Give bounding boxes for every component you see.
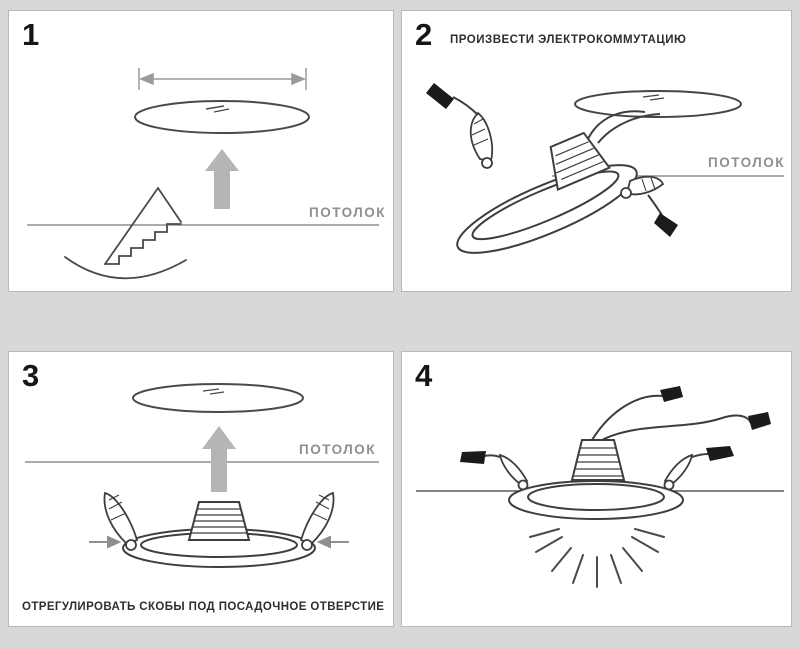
adjust-arrow-left [89, 535, 122, 549]
up-arrow-icon [205, 149, 239, 209]
spring-clip-left [469, 111, 493, 169]
wire-connector-left [460, 451, 501, 464]
wire-tip-connectors [660, 386, 771, 430]
supply-wires [587, 110, 661, 144]
led-lamp [456, 131, 638, 254]
cut-hole [64, 187, 187, 280]
spring-clip-right [299, 491, 335, 551]
step-number: 1 [22, 17, 40, 52]
step-2-instruction: ПРОИЗВЕСТИ ЭЛЕКТРОКОММУТАЦИЮ [450, 34, 687, 46]
led-lamp-trim [508, 480, 684, 520]
step-2-panel: 2 ПРОИЗВЕСТИ ЭЛЕКТРОКОММУТАЦИЮ ПОТОЛОК [401, 10, 792, 292]
step-number: 3 [22, 358, 40, 393]
supply-wires [591, 394, 752, 441]
light-panel-disc [134, 100, 310, 134]
step-number: 4 [415, 358, 433, 393]
step-2-illustration [426, 83, 784, 254]
step-3-instruction: ОТРЕГУЛИРОВАТЬ СКОБЫ ПОД ПОСАДОЧНОЕ ОТВЕ… [22, 601, 385, 613]
step-1-illustration [27, 68, 379, 280]
up-arrow-icon [202, 426, 236, 492]
ceiling-label: ПОТОЛОК [708, 155, 785, 170]
driver-box [570, 439, 626, 481]
wire-connector-right [647, 194, 678, 237]
step-4-illustration [416, 386, 784, 588]
ceiling-label: ПОТОЛОК [299, 442, 376, 457]
wire-connector-left [426, 83, 479, 116]
spring-clip-left [103, 491, 139, 551]
light-panel-disc [574, 90, 742, 118]
step-3-panel: 3 ПОТОЛОК ОТРЕГУЛИРОВАТЬ СКОБЫ ПОД ПОСАД… [8, 351, 394, 627]
spring-clip-right [620, 175, 665, 199]
light-panel-disc [132, 383, 304, 413]
led-lamp [122, 501, 316, 568]
step-number: 2 [415, 17, 433, 52]
dimension-arrow [138, 68, 307, 90]
ceiling-label: ПОТОЛОК [309, 205, 386, 220]
spring-clip-left [498, 453, 529, 491]
light-rays [529, 528, 665, 588]
spring-clip-right [663, 453, 694, 491]
step-3-illustration [25, 383, 379, 568]
driver-box [549, 131, 611, 191]
driver-box [187, 501, 251, 541]
adjust-arrow-right [316, 535, 349, 549]
step-4-panel: 4 [401, 351, 792, 627]
step-1-panel: 1 ПОТОЛОК [8, 10, 394, 292]
wire-connector-right [691, 446, 734, 461]
